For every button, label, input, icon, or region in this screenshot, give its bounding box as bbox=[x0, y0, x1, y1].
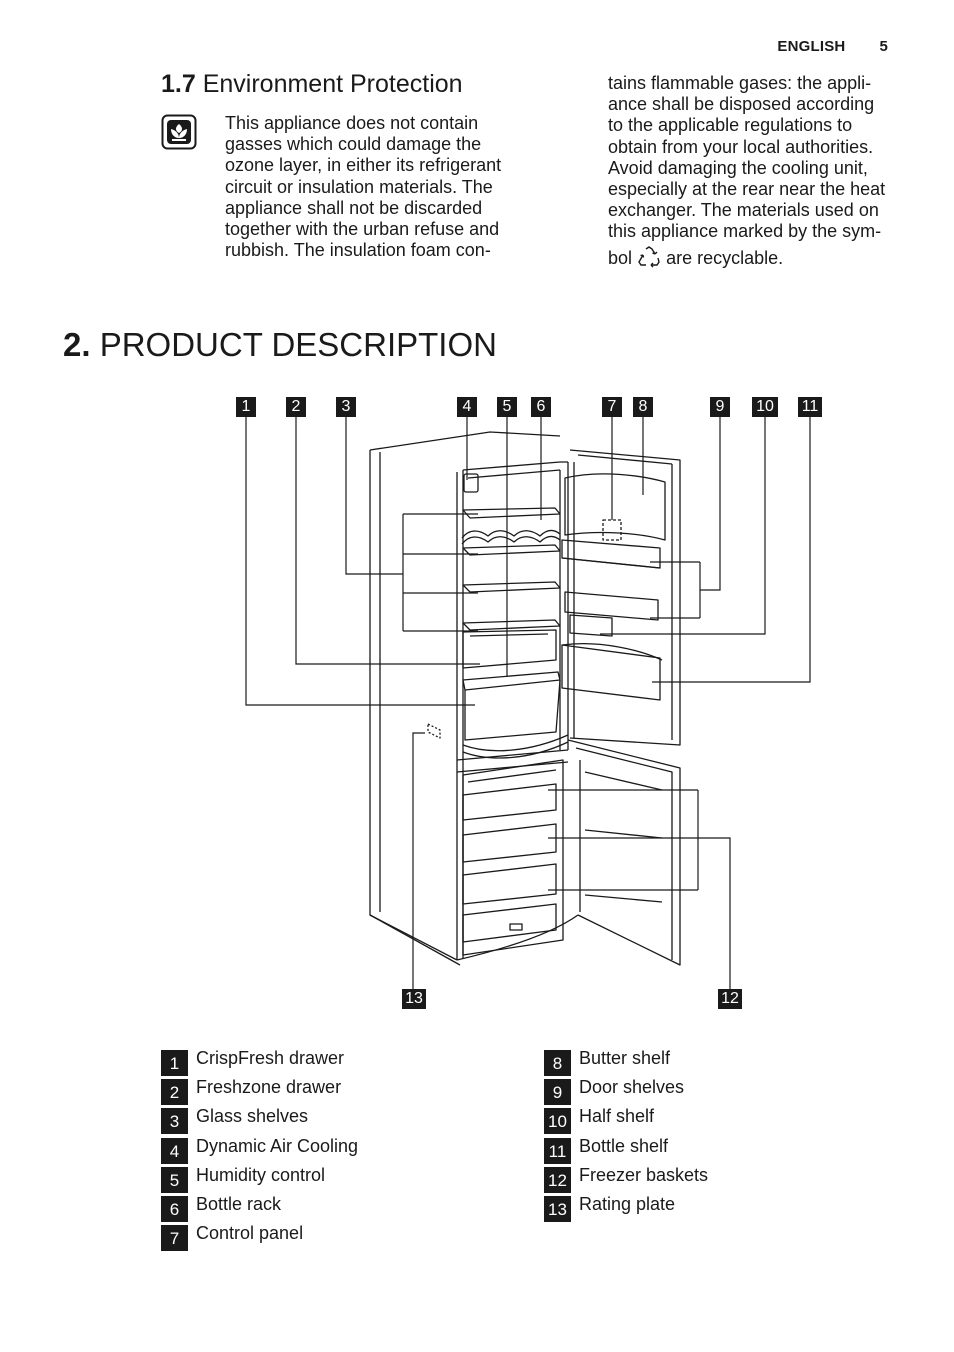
text-line: gasses which could damage the bbox=[225, 134, 482, 155]
section-number: 1.7 bbox=[161, 70, 196, 98]
recycle-icon bbox=[638, 245, 660, 268]
callout-7: 7 bbox=[602, 397, 622, 417]
text-line: together with the urban refuse and bbox=[225, 219, 500, 240]
legend-label: Bottle rack bbox=[196, 1194, 282, 1214]
page-header: ENGLISH 5 bbox=[777, 38, 888, 55]
header-page-number: 5 bbox=[879, 38, 888, 55]
text-line: Avoid damaging the cooling unit, bbox=[608, 157, 868, 178]
callout-8: 8 bbox=[633, 397, 653, 417]
callout-6: 6 bbox=[531, 397, 551, 417]
text-line: this appliance marked by the sym- bbox=[608, 221, 882, 242]
section-2-number: 2. bbox=[63, 326, 91, 363]
legend-number: 8 bbox=[544, 1050, 571, 1076]
legend-number: 13 bbox=[544, 1196, 571, 1222]
legend-label: Butter shelf bbox=[579, 1048, 671, 1068]
text-line: rubbish. The insulation foam con- bbox=[225, 240, 491, 261]
legend-number: 10 bbox=[544, 1108, 571, 1135]
legend-number: 3 bbox=[161, 1108, 188, 1135]
callout-1: 1 bbox=[236, 397, 256, 417]
env-text-col2: tains flammable gases: the appli-ance sh… bbox=[608, 73, 904, 269]
text-line: appliance shall not be discarded bbox=[225, 197, 483, 218]
callout-13: 13 bbox=[402, 989, 426, 1009]
legend-label: Control panel bbox=[196, 1223, 304, 1244]
header-language: ENGLISH bbox=[777, 38, 846, 55]
legend-label: Rating plate bbox=[579, 1194, 676, 1214]
legend-label: CrispFresh drawer bbox=[196, 1048, 345, 1068]
callout-12: 12 bbox=[718, 989, 742, 1009]
legend-label: Dynamic Air Cooling bbox=[196, 1135, 359, 1156]
text-line: tains flammable gases: the appli- bbox=[608, 73, 872, 93]
legend-number: 12 bbox=[544, 1166, 571, 1193]
legend-label: Door shelves bbox=[579, 1077, 685, 1098]
col2-last-before: bol bbox=[608, 247, 633, 268]
legend-number: 2 bbox=[161, 1079, 188, 1106]
text-line: to the applicable regulations to bbox=[608, 115, 853, 136]
legend-label: Freshzone drawer bbox=[196, 1077, 342, 1098]
text-line: especially at the rear near the heat bbox=[608, 179, 886, 200]
callout-2: 2 bbox=[286, 397, 306, 417]
legend-number: 4 bbox=[161, 1137, 188, 1164]
text-line: circuit or insulation materials. The bbox=[225, 176, 493, 197]
legend-number: 5 bbox=[161, 1166, 188, 1193]
legend-label: Glass shelves bbox=[196, 1106, 309, 1127]
col2-last-after: are recyclable. bbox=[666, 247, 784, 268]
callout-9: 9 bbox=[710, 397, 730, 417]
text-line: exchanger. The materials used on bbox=[608, 200, 879, 221]
callout-3: 3 bbox=[336, 397, 356, 417]
callout-10: 10 bbox=[752, 397, 778, 417]
callout-5: 5 bbox=[497, 397, 517, 417]
legend-number: 9 bbox=[544, 1079, 571, 1106]
legend-number: 11 bbox=[544, 1137, 571, 1164]
text-line: obtain from your local authorities. bbox=[608, 136, 874, 157]
legend-label: Half shelf bbox=[579, 1106, 655, 1127]
legend-label: Bottle shelf bbox=[579, 1135, 669, 1156]
legend-label: Humidity control bbox=[196, 1164, 326, 1185]
section-title: Environment Protection bbox=[202, 70, 463, 98]
callout-4: 4 bbox=[457, 397, 477, 417]
legend-number: 7 bbox=[161, 1225, 188, 1252]
text-line: This appliance does not contain bbox=[225, 113, 479, 133]
section-2-text: PRODUCT DESCRIPTION bbox=[99, 326, 497, 363]
legend-label: Freezer baskets bbox=[579, 1164, 709, 1185]
section-1-7-title: 1.7 Environment Protection bbox=[161, 70, 463, 99]
legend-number: 6 bbox=[161, 1196, 188, 1222]
text-line: ozone layer, in either its refrigerant bbox=[225, 155, 502, 176]
eco-leaf-icon bbox=[161, 114, 197, 150]
text-line: ance shall be disposed according bbox=[608, 94, 875, 115]
section-2-title: 2. PRODUCT DESCRIPTION bbox=[63, 326, 497, 364]
callout-11: 11 bbox=[798, 397, 822, 417]
legend-number: 1 bbox=[161, 1050, 188, 1076]
